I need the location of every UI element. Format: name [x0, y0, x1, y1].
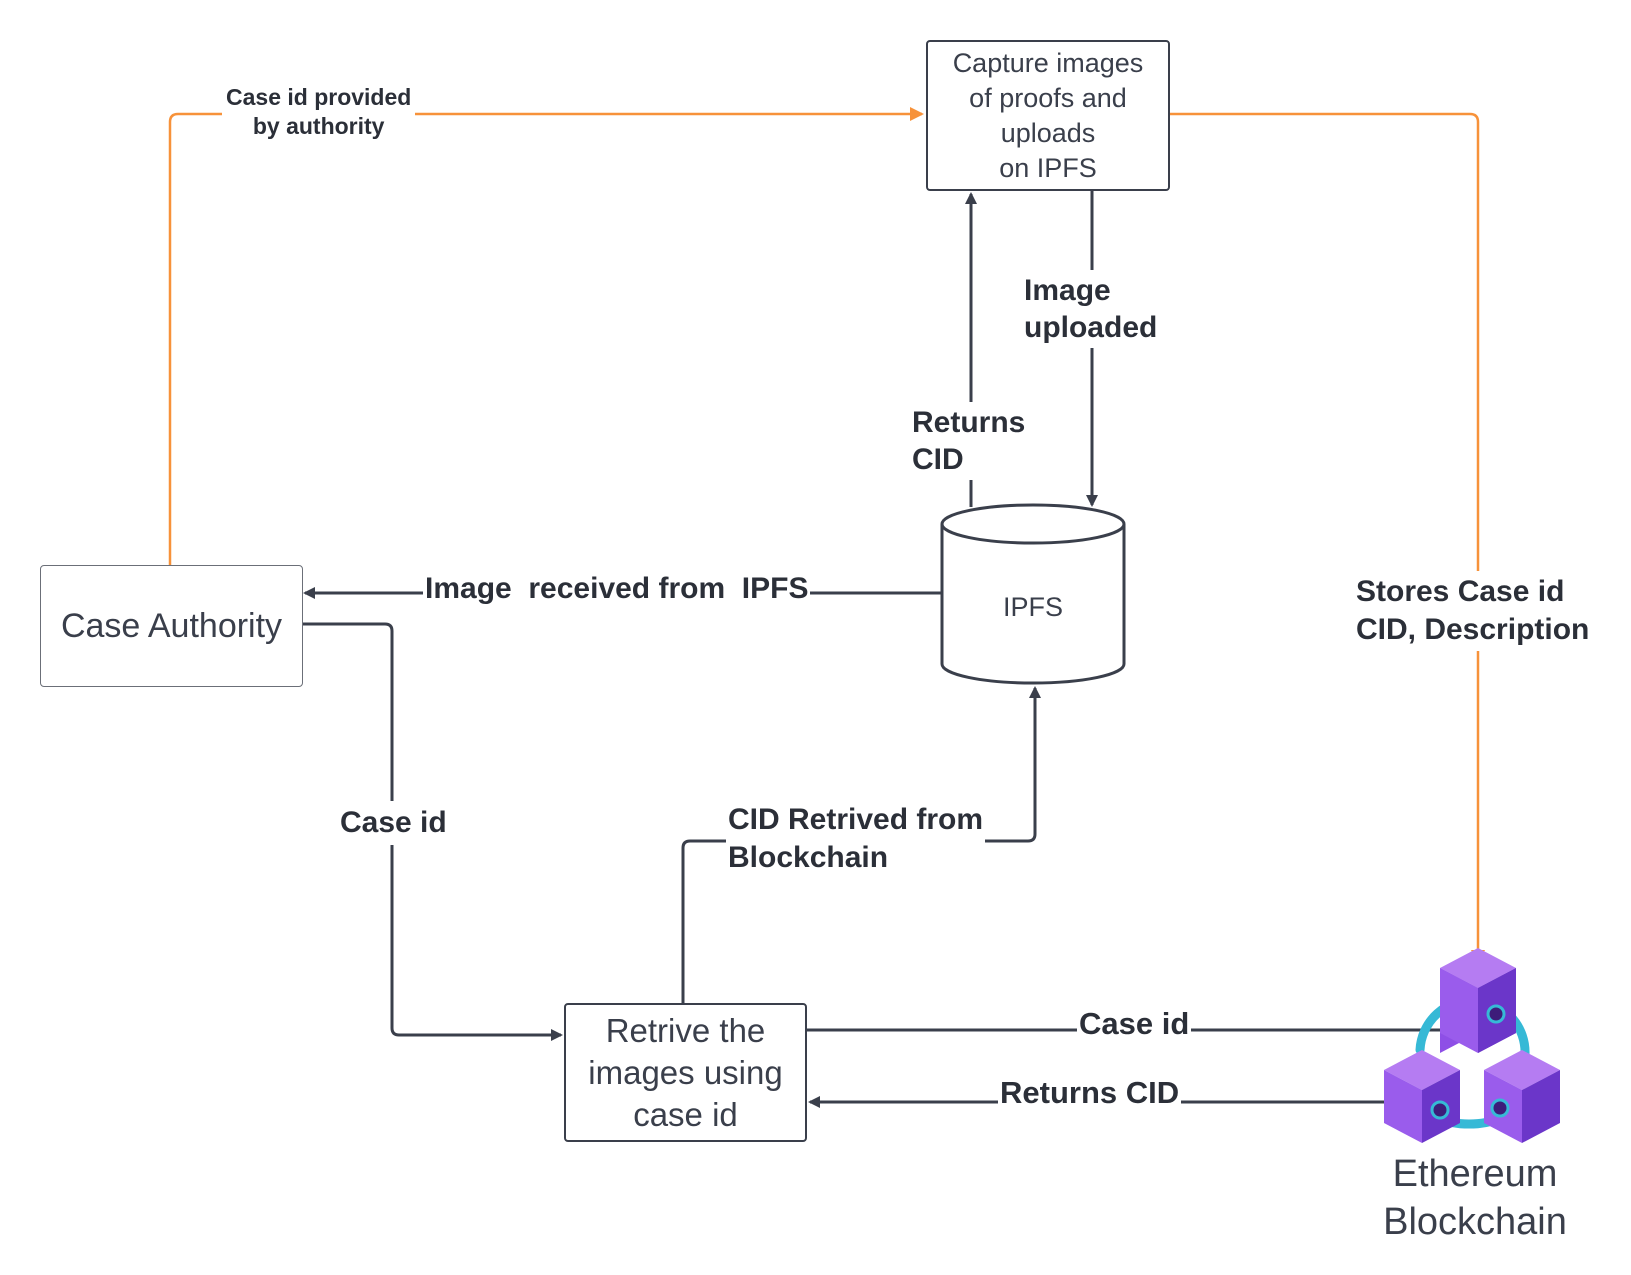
- cube-top: [1440, 948, 1516, 1053]
- edge-label-returns-cid: Returns CID: [910, 402, 1028, 480]
- ipfs-node-label: IPFS: [1002, 592, 1063, 622]
- edge-label-stores: Stores Case id CID, Description: [1354, 571, 1592, 651]
- cube-right: [1484, 1050, 1560, 1143]
- edge-label-case-id-provided: Case id provided by authority: [222, 83, 416, 141]
- retrieve-images-text: Retrive the images using case id: [588, 1011, 783, 1133]
- retrieve-images-node: Retrive the images using case id: [564, 1003, 807, 1142]
- edge-stores: [1170, 112, 1485, 964]
- edge-label-case-id-right: Case id: [1077, 1006, 1192, 1042]
- cube-left: [1384, 1050, 1460, 1143]
- ipfs-database-cylinder: [940, 503, 1126, 685]
- edge-label-returns-cid-bottom: Returns CID: [998, 1075, 1182, 1111]
- edge-label-image-received: Image received from IPFS: [423, 571, 811, 607]
- edge-label-case-id-left: Case id: [336, 801, 451, 845]
- edge-label-cid-retrieved: CID Retrived from Blockchain: [726, 801, 986, 877]
- ethereum-blockchain-cubes-icon: [1384, 948, 1560, 1143]
- edge-case-id-provided: [168, 107, 924, 565]
- case-authority-text: Case Authority: [60, 606, 283, 645]
- ethereum-blockchain-label: Ethereum Blockchain: [1383, 1153, 1567, 1243]
- case-authority-node: Case Authority: [40, 565, 303, 687]
- capture-images-node: Capture images of proofs and uploads on …: [926, 40, 1170, 191]
- edge-label-image-uploaded: Image uploaded: [1022, 270, 1160, 348]
- capture-images-text: Capture images of proofs and uploads on …: [952, 47, 1144, 183]
